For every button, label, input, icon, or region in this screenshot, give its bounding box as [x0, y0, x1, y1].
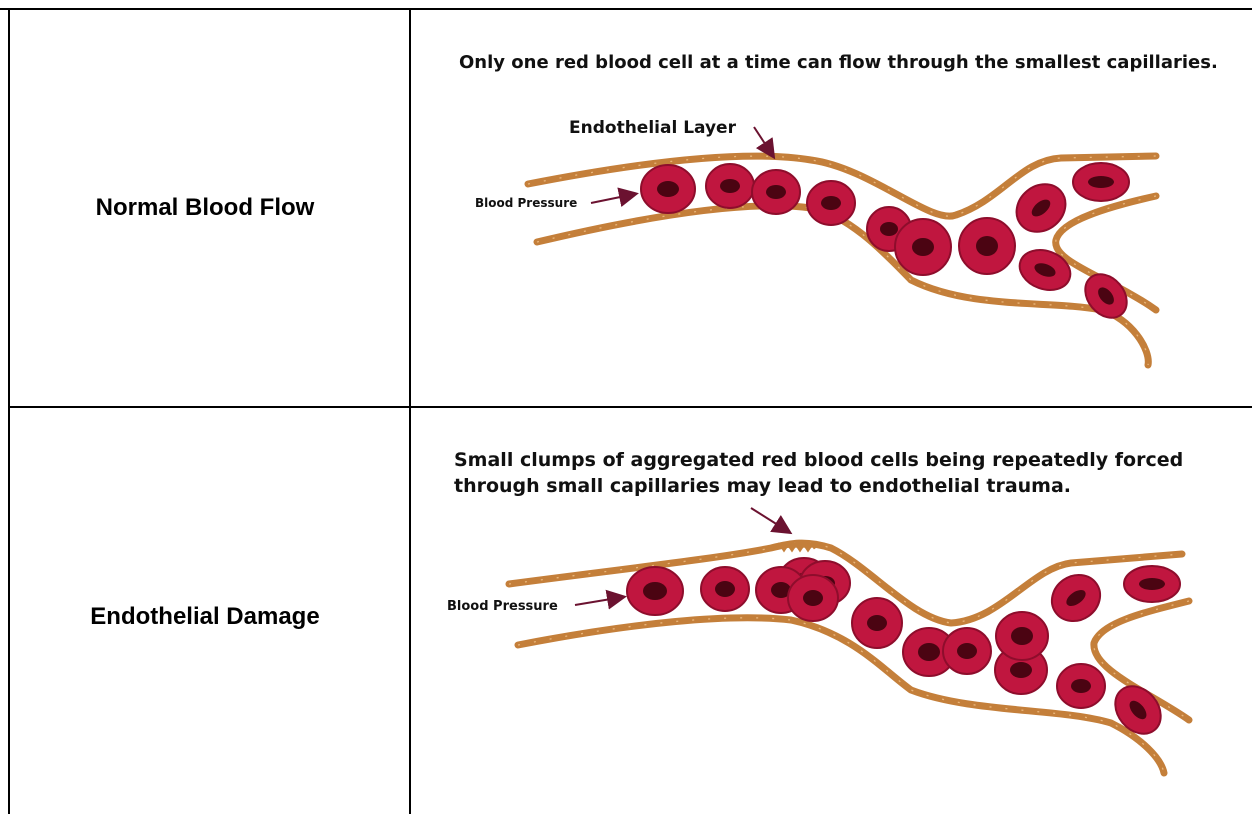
blood-pressure-label: Blood Pressure	[447, 599, 558, 614]
endothelial-layer-label: Endothelial Layer	[569, 118, 737, 138]
red-blood-cell	[943, 628, 991, 674]
table-border-left	[8, 8, 10, 814]
red-blood-cell	[641, 165, 695, 213]
red-blood-cell	[701, 567, 749, 611]
red-blood-cell	[706, 164, 754, 208]
red-blood-cell	[1057, 664, 1105, 708]
red-blood-cell	[959, 218, 1015, 274]
damage-arrow	[751, 508, 789, 532]
endothelial-damage-illustration: Small clumps of aggregated red blood cel…	[411, 408, 1252, 814]
blood-pressure-arrow	[575, 597, 623, 605]
damaged-endothelium	[776, 545, 816, 548]
red-blood-cell	[752, 170, 800, 214]
red-blood-cell	[1073, 163, 1129, 201]
caption-line: Only one red blood cell at a time can fl…	[459, 52, 1218, 73]
endothelial-layer-arrow	[754, 127, 773, 156]
red-blood-cell	[1124, 566, 1180, 602]
red-blood-cell	[1106, 677, 1170, 743]
row-label-endothelial-damage: Endothelial Damage	[0, 603, 410, 631]
red-blood-cell	[807, 181, 855, 225]
blood-pressure-label: Blood Pressure	[475, 196, 577, 210]
caption-line: through small capillaries may lead to en…	[454, 475, 1071, 497]
red-blood-cell	[852, 598, 902, 648]
red-blood-cell	[627, 567, 683, 615]
row-label-normal-blood-flow: Normal Blood Flow	[0, 194, 410, 222]
caption-line: Small clumps of aggregated red blood cel…	[454, 449, 1183, 471]
blood-pressure-arrow	[591, 194, 635, 203]
red-blood-cell	[1077, 266, 1135, 326]
red-blood-cell	[895, 219, 951, 275]
red-blood-cell	[1014, 243, 1076, 296]
red-blood-cell	[1043, 566, 1109, 631]
normal-blood-flow-illustration: Only one red blood cell at a time can fl…	[411, 10, 1252, 406]
red-blood-cell	[788, 575, 838, 621]
red-blood-cell	[996, 612, 1048, 660]
